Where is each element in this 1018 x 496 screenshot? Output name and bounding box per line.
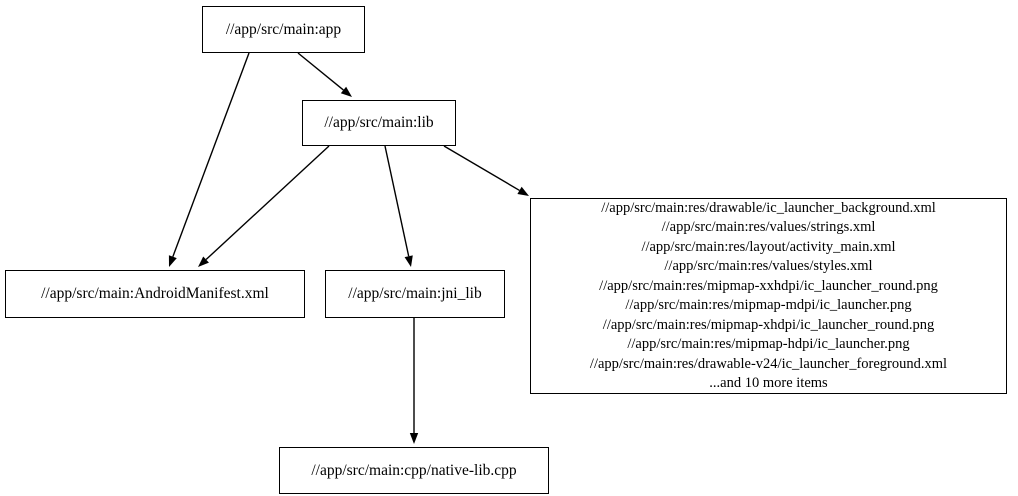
edge-line — [297, 52, 344, 91]
graph-node-lib[interactable]: //app/src/main:lib — [302, 100, 456, 146]
arrowhead-icon — [340, 86, 352, 97]
graph-node-manifest[interactable]: //app/src/main:AndroidManifest.xml — [5, 270, 305, 318]
graph-node-jni_lib[interactable]: //app/src/main:jni_lib — [325, 270, 505, 318]
arrowhead-icon — [198, 256, 209, 267]
arrowhead-icon — [168, 255, 177, 267]
arrowhead-icon — [404, 255, 413, 267]
arrowhead-icon — [409, 433, 419, 444]
graph-edge-app-to-manifest — [168, 52, 250, 267]
graph-node-label-native_lib: //app/src/main:cpp/native-lib.cpp — [311, 461, 517, 479]
graph-node-resources[interactable]: //app/src/main:res/drawable/ic_launcher_… — [530, 198, 1007, 394]
graph-node-label-app: //app/src/main:app — [225, 20, 342, 38]
graph-node-label-lib: //app/src/main:lib — [324, 114, 434, 132]
graph-edge-lib-to-resources — [443, 145, 529, 196]
arrowhead-icon — [517, 186, 529, 196]
edge-line — [172, 52, 250, 257]
edge-line — [384, 145, 410, 257]
graph-node-native_lib[interactable]: //app/src/main:cpp/native-lib.cpp — [279, 447, 549, 494]
graph-node-label-resources: //app/src/main:res/drawable/ic_launcher_… — [589, 199, 948, 392]
edge-line — [205, 145, 330, 261]
graph-edge-lib-to-manifest — [198, 145, 330, 267]
graph-edge-jni-lib-to-native-lib — [409, 318, 419, 444]
graph-edge-lib-to-jni-lib — [384, 145, 413, 267]
graph-edge-app-to-lib — [297, 52, 352, 97]
graph-node-app[interactable]: //app/src/main:app — [202, 6, 365, 53]
graph-node-label-manifest: //app/src/main:AndroidManifest.xml — [41, 285, 269, 303]
edge-line — [443, 145, 520, 192]
graph-node-label-jni_lib: //app/src/main:jni_lib — [348, 285, 482, 303]
